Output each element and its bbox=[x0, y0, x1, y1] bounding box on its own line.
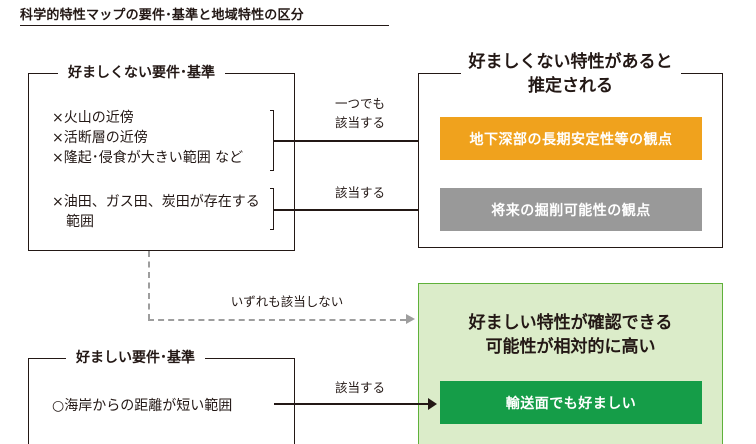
tag-transport-favorable: 輸送面でも好ましい bbox=[440, 381, 702, 424]
arrow-label-any-one: 一つでも 該当する bbox=[318, 94, 402, 132]
dashed-connector-head bbox=[406, 314, 415, 324]
dashed-connector-horizontal bbox=[148, 319, 406, 321]
arrow-label-any-one-line1: 一つでも bbox=[334, 96, 385, 111]
favorable-criteria-box bbox=[28, 358, 295, 444]
arrow-3-line bbox=[274, 403, 428, 405]
arrow-label-applies-2: 該当する bbox=[334, 185, 385, 200]
criteria-item-oil-gas-coal-cont: 範囲 bbox=[52, 214, 94, 230]
dashed-connector-vertical bbox=[148, 251, 150, 320]
arrow-label-any-one-line2: 該当する bbox=[334, 115, 385, 130]
unfavorable-heading-line2: 推定される bbox=[528, 76, 613, 96]
criteria-item-oil-gas-coal: ×油田、ガス田、炭田が存在する bbox=[52, 194, 260, 210]
criteria-item-volcano: ×火山の近傍 bbox=[52, 110, 134, 126]
criteria-item-coast-distance: ○海岸からの距離が短い範囲 bbox=[52, 398, 233, 414]
title-underline bbox=[20, 25, 389, 26]
unfavorable-criteria-box bbox=[28, 73, 295, 251]
tag-future-drilling: 将来の掘削可能性の観点 bbox=[440, 188, 702, 231]
arrow-label-applies-3: 該当する bbox=[334, 380, 385, 395]
bracket-group-2 bbox=[270, 188, 274, 230]
arrow-1-line bbox=[274, 140, 428, 142]
arrow-2-line bbox=[274, 209, 428, 211]
favorable-criteria-label: 好ましい要件･基準 bbox=[66, 348, 205, 368]
favorable-heading-line2: 可能性が相対的に高い bbox=[485, 337, 656, 357]
arrow-label-none-apply: いずれも該当しない bbox=[230, 294, 344, 309]
bracket-group-1 bbox=[270, 110, 274, 171]
favorable-region-heading: 好ましい特性が確認できる 可能性が相対的に高い bbox=[428, 311, 713, 359]
tag-long-term-stability: 地下深部の長期安定性等の観点 bbox=[440, 117, 702, 160]
unfavorable-region-heading: 好ましくない特性があると 推定される bbox=[428, 50, 713, 98]
unfavorable-heading-line1: 好ましくない特性があると bbox=[460, 50, 681, 74]
unfavorable-criteria-label: 好ましくない要件･基準 bbox=[58, 63, 225, 83]
arrow-3-head bbox=[428, 398, 437, 410]
criteria-item-uplift-erosion: ×隆起･侵食が大きい範囲 など bbox=[52, 150, 244, 166]
criteria-item-active-fault: ×活断層の近傍 bbox=[52, 130, 148, 146]
diagram-title: 科学的特性マップの要件･基準と地域特性の区分 bbox=[20, 8, 304, 23]
favorable-heading-line1: 好ましい特性が確認できる bbox=[468, 313, 673, 333]
